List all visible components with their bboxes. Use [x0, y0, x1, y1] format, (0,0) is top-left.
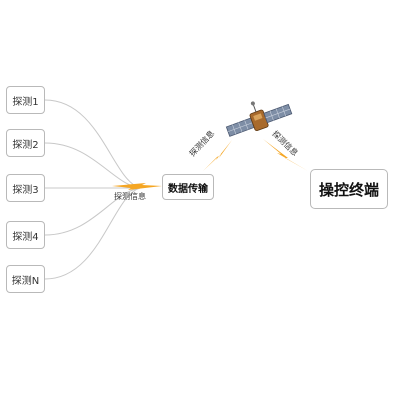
- control-terminal-node[interactable]: 操控终端: [310, 169, 388, 209]
- probe-label: 探测2: [12, 139, 39, 151]
- connector-probe-n: [44, 187, 141, 280]
- connector-probe-4: [44, 187, 141, 236]
- probe-node-3[interactable]: 探测3: [6, 174, 45, 202]
- probe-label: 探测3: [12, 184, 39, 196]
- lightning-bolt-icon: [112, 183, 162, 190]
- probe-node-2[interactable]: 探测2: [6, 129, 45, 157]
- probe-label: 探测N: [11, 275, 40, 287]
- probe-node-n[interactable]: 探测N: [6, 265, 45, 293]
- probe-label: 探测1: [12, 96, 39, 108]
- terminal-label: 操控终端: [318, 180, 379, 199]
- connector-probe-1: [44, 99, 141, 189]
- probe-node-1[interactable]: 探测1: [6, 86, 45, 114]
- data-transfer-node[interactable]: 数据传输: [162, 174, 214, 200]
- hub-label: 数据传输: [168, 183, 208, 195]
- connector-probe-2: [44, 142, 141, 189]
- probe-label: 探测4: [12, 231, 39, 243]
- satellite-icon: [225, 101, 293, 137]
- link-label-probe-to-hub: 探测信息: [114, 192, 146, 201]
- probe-node-4[interactable]: 探测4: [6, 221, 45, 249]
